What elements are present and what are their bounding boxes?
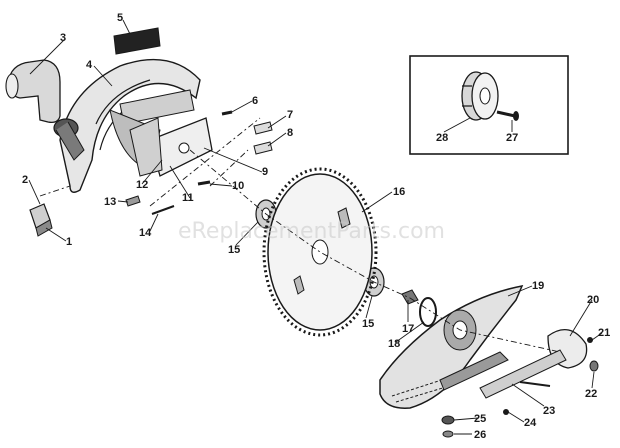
callout-15b: 15 bbox=[362, 318, 374, 330]
callout-7: 7 bbox=[287, 109, 293, 121]
callout-25: 25 bbox=[474, 413, 486, 425]
callout-1: 1 bbox=[66, 236, 72, 248]
callout-20: 20 bbox=[587, 294, 599, 306]
guard-bracket-part bbox=[129, 117, 213, 177]
callout-17: 17 bbox=[402, 323, 414, 335]
callout-28: 28 bbox=[436, 132, 448, 144]
arbor-nut-part bbox=[401, 289, 437, 327]
warning-label-part bbox=[113, 27, 161, 55]
fastener-parts bbox=[441, 337, 599, 438]
callout-18: 18 bbox=[388, 338, 400, 350]
callout-15a: 15 bbox=[228, 244, 240, 256]
callout-3: 3 bbox=[60, 32, 66, 44]
callout-26: 26 bbox=[474, 429, 486, 441]
inset-detail-box bbox=[409, 55, 569, 155]
callout-22: 22 bbox=[585, 388, 597, 400]
guard-link-part bbox=[479, 328, 588, 399]
screw-parts bbox=[197, 110, 273, 186]
callout-16: 16 bbox=[393, 186, 405, 198]
callout-12: 12 bbox=[136, 179, 148, 191]
upper-guard-part bbox=[53, 58, 201, 193]
callout-11: 11 bbox=[182, 192, 194, 204]
callout-leaders bbox=[28, 19, 603, 435]
callout-5: 5 bbox=[117, 12, 123, 24]
callout-24: 24 bbox=[524, 417, 537, 429]
watermark-text: eReplacementParts.com bbox=[178, 219, 445, 244]
callout-9: 9 bbox=[262, 166, 268, 178]
callout-10: 10 bbox=[232, 180, 244, 192]
callout-27: 27 bbox=[506, 132, 518, 144]
callout-6: 6 bbox=[252, 95, 258, 107]
callout-23: 23 bbox=[543, 405, 555, 417]
callout-numbers: 1 2 3 4 5 6 7 8 9 10 11 12 13 14 15 15 1… bbox=[22, 12, 610, 441]
saw-blade-part bbox=[262, 167, 378, 337]
callout-2: 2 bbox=[22, 174, 28, 186]
callout-14: 14 bbox=[139, 227, 152, 239]
dust-elbow-part bbox=[5, 59, 61, 124]
callout-8: 8 bbox=[287, 127, 293, 139]
latch-block-part bbox=[29, 203, 53, 237]
callout-21: 21 bbox=[598, 327, 610, 339]
callout-19: 19 bbox=[532, 280, 544, 292]
callout-13: 13 bbox=[104, 196, 116, 208]
pin-parts bbox=[125, 195, 175, 215]
assembly-lines bbox=[39, 117, 561, 353]
callout-4: 4 bbox=[86, 59, 93, 71]
